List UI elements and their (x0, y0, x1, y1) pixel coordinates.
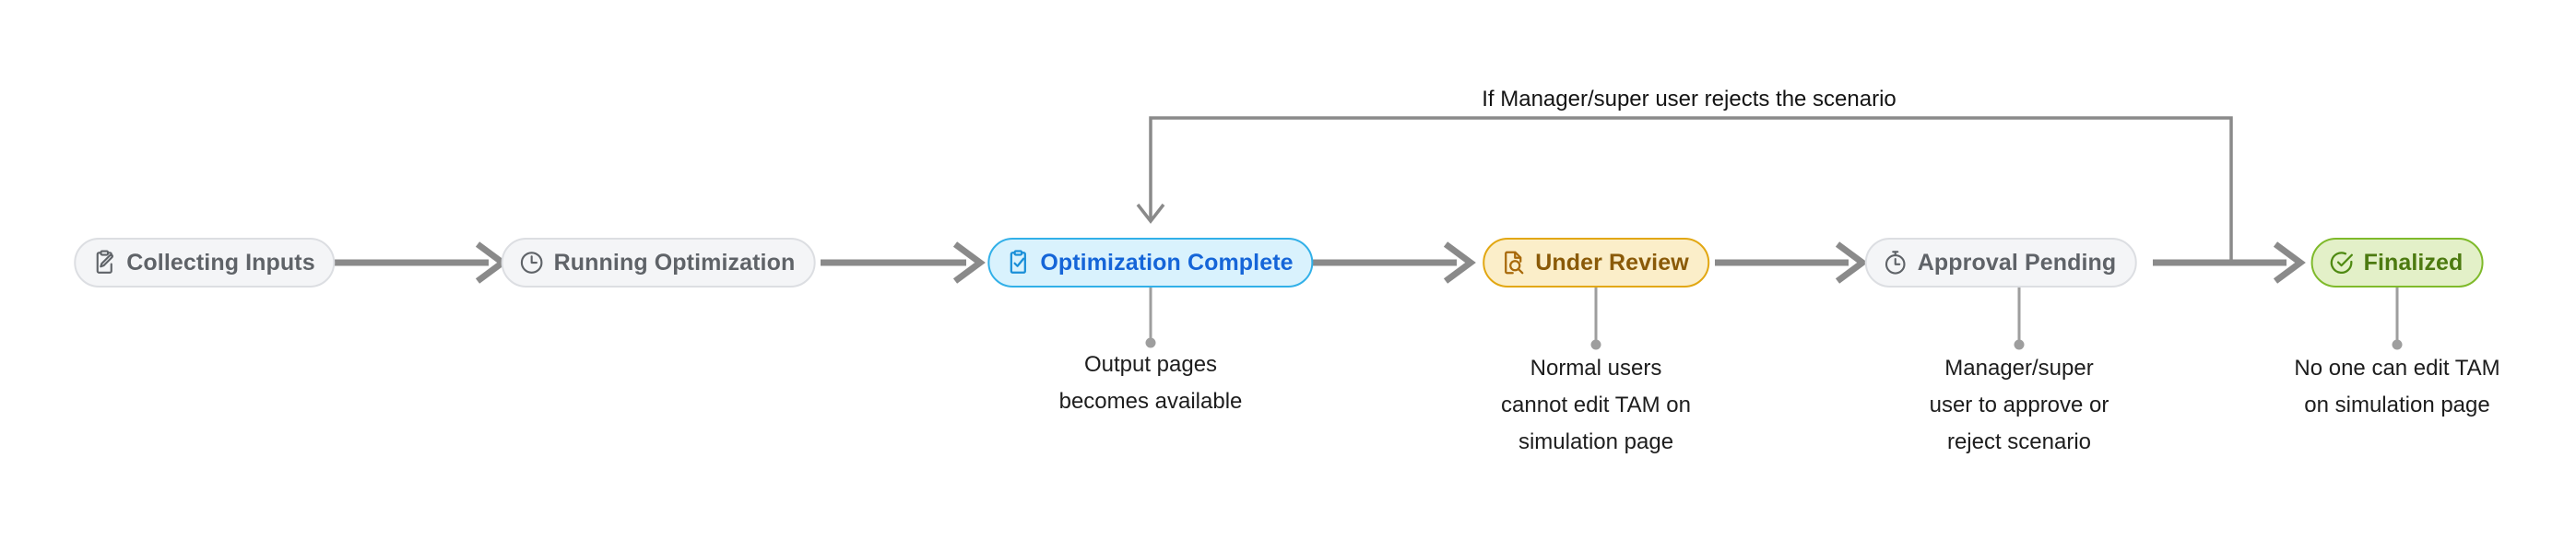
rejection-loop-label: If Manager/super user rejects the scenar… (1482, 87, 1897, 112)
flow-arrow-review-to-approval (1715, 241, 1868, 284)
flow-arrow-approval-to-finalized (2153, 241, 2306, 284)
clipboard-check-icon (1010, 250, 1026, 274)
flow-arrow-optcomplete-to-review (1309, 241, 1476, 284)
document-magnifier-icon (1505, 251, 1524, 275)
caption-line: Manager/super (1944, 356, 2094, 381)
node-collecting-inputs[interactable]: Collecting Inputs (74, 238, 336, 288)
stopwatch-icon (1885, 251, 1906, 275)
node-label: Under Review (1535, 249, 1689, 276)
caption-optimization-complete: Output pages becomes available (1059, 346, 1243, 420)
node-label: Optimization Complete (1040, 249, 1294, 276)
caption-under-review: Normal users cannot edit TAM on simulati… (1501, 350, 1691, 461)
caption-approval-pending: Manager/super user to approve or reject … (1930, 350, 2109, 461)
node-label: Running Optimization (553, 249, 796, 276)
caption-finalized: No one can edit TAM on simulation page (2294, 350, 2499, 424)
caption-line: simulation page (1518, 429, 1674, 454)
caption-line: reject scenario (1946, 429, 2092, 454)
clock-icon (520, 252, 543, 274)
caption-dot-under-review (1590, 339, 1601, 350)
caption-line: on simulation page (2304, 393, 2490, 417)
caption-line: Normal users (1530, 356, 1662, 381)
flow-arrow-running-to-optcomplete (821, 241, 986, 284)
node-label: Collecting Inputs (126, 249, 315, 276)
node-label: Finalized (2363, 249, 2464, 276)
caption-line: No one can edit TAM (2294, 356, 2500, 381)
caption-line: cannot edit TAM on (1501, 393, 1691, 417)
caption-dot-approval-pending (2014, 339, 2025, 350)
node-running-optimization[interactable]: Running Optimization (501, 238, 816, 288)
node-under-review[interactable]: Under Review (1483, 238, 1709, 288)
caption-line: user to approve or (1929, 393, 2109, 417)
caption-line: becomes available (1058, 389, 1243, 414)
caption-dot-finalized (2392, 339, 2403, 350)
node-optimization-complete[interactable]: Optimization Complete (987, 238, 1314, 288)
caption-line: Output pages (1083, 352, 1218, 377)
node-label: Approval Pending (1917, 249, 2117, 276)
node-approval-pending[interactable]: Approval Pending (1864, 238, 2137, 288)
flow-arrow-collecting-to-running (332, 241, 508, 284)
clipboard-pencil-icon (96, 250, 113, 274)
node-finalized[interactable]: Finalized (2310, 238, 2484, 288)
check-circle-icon (2330, 252, 2353, 274)
